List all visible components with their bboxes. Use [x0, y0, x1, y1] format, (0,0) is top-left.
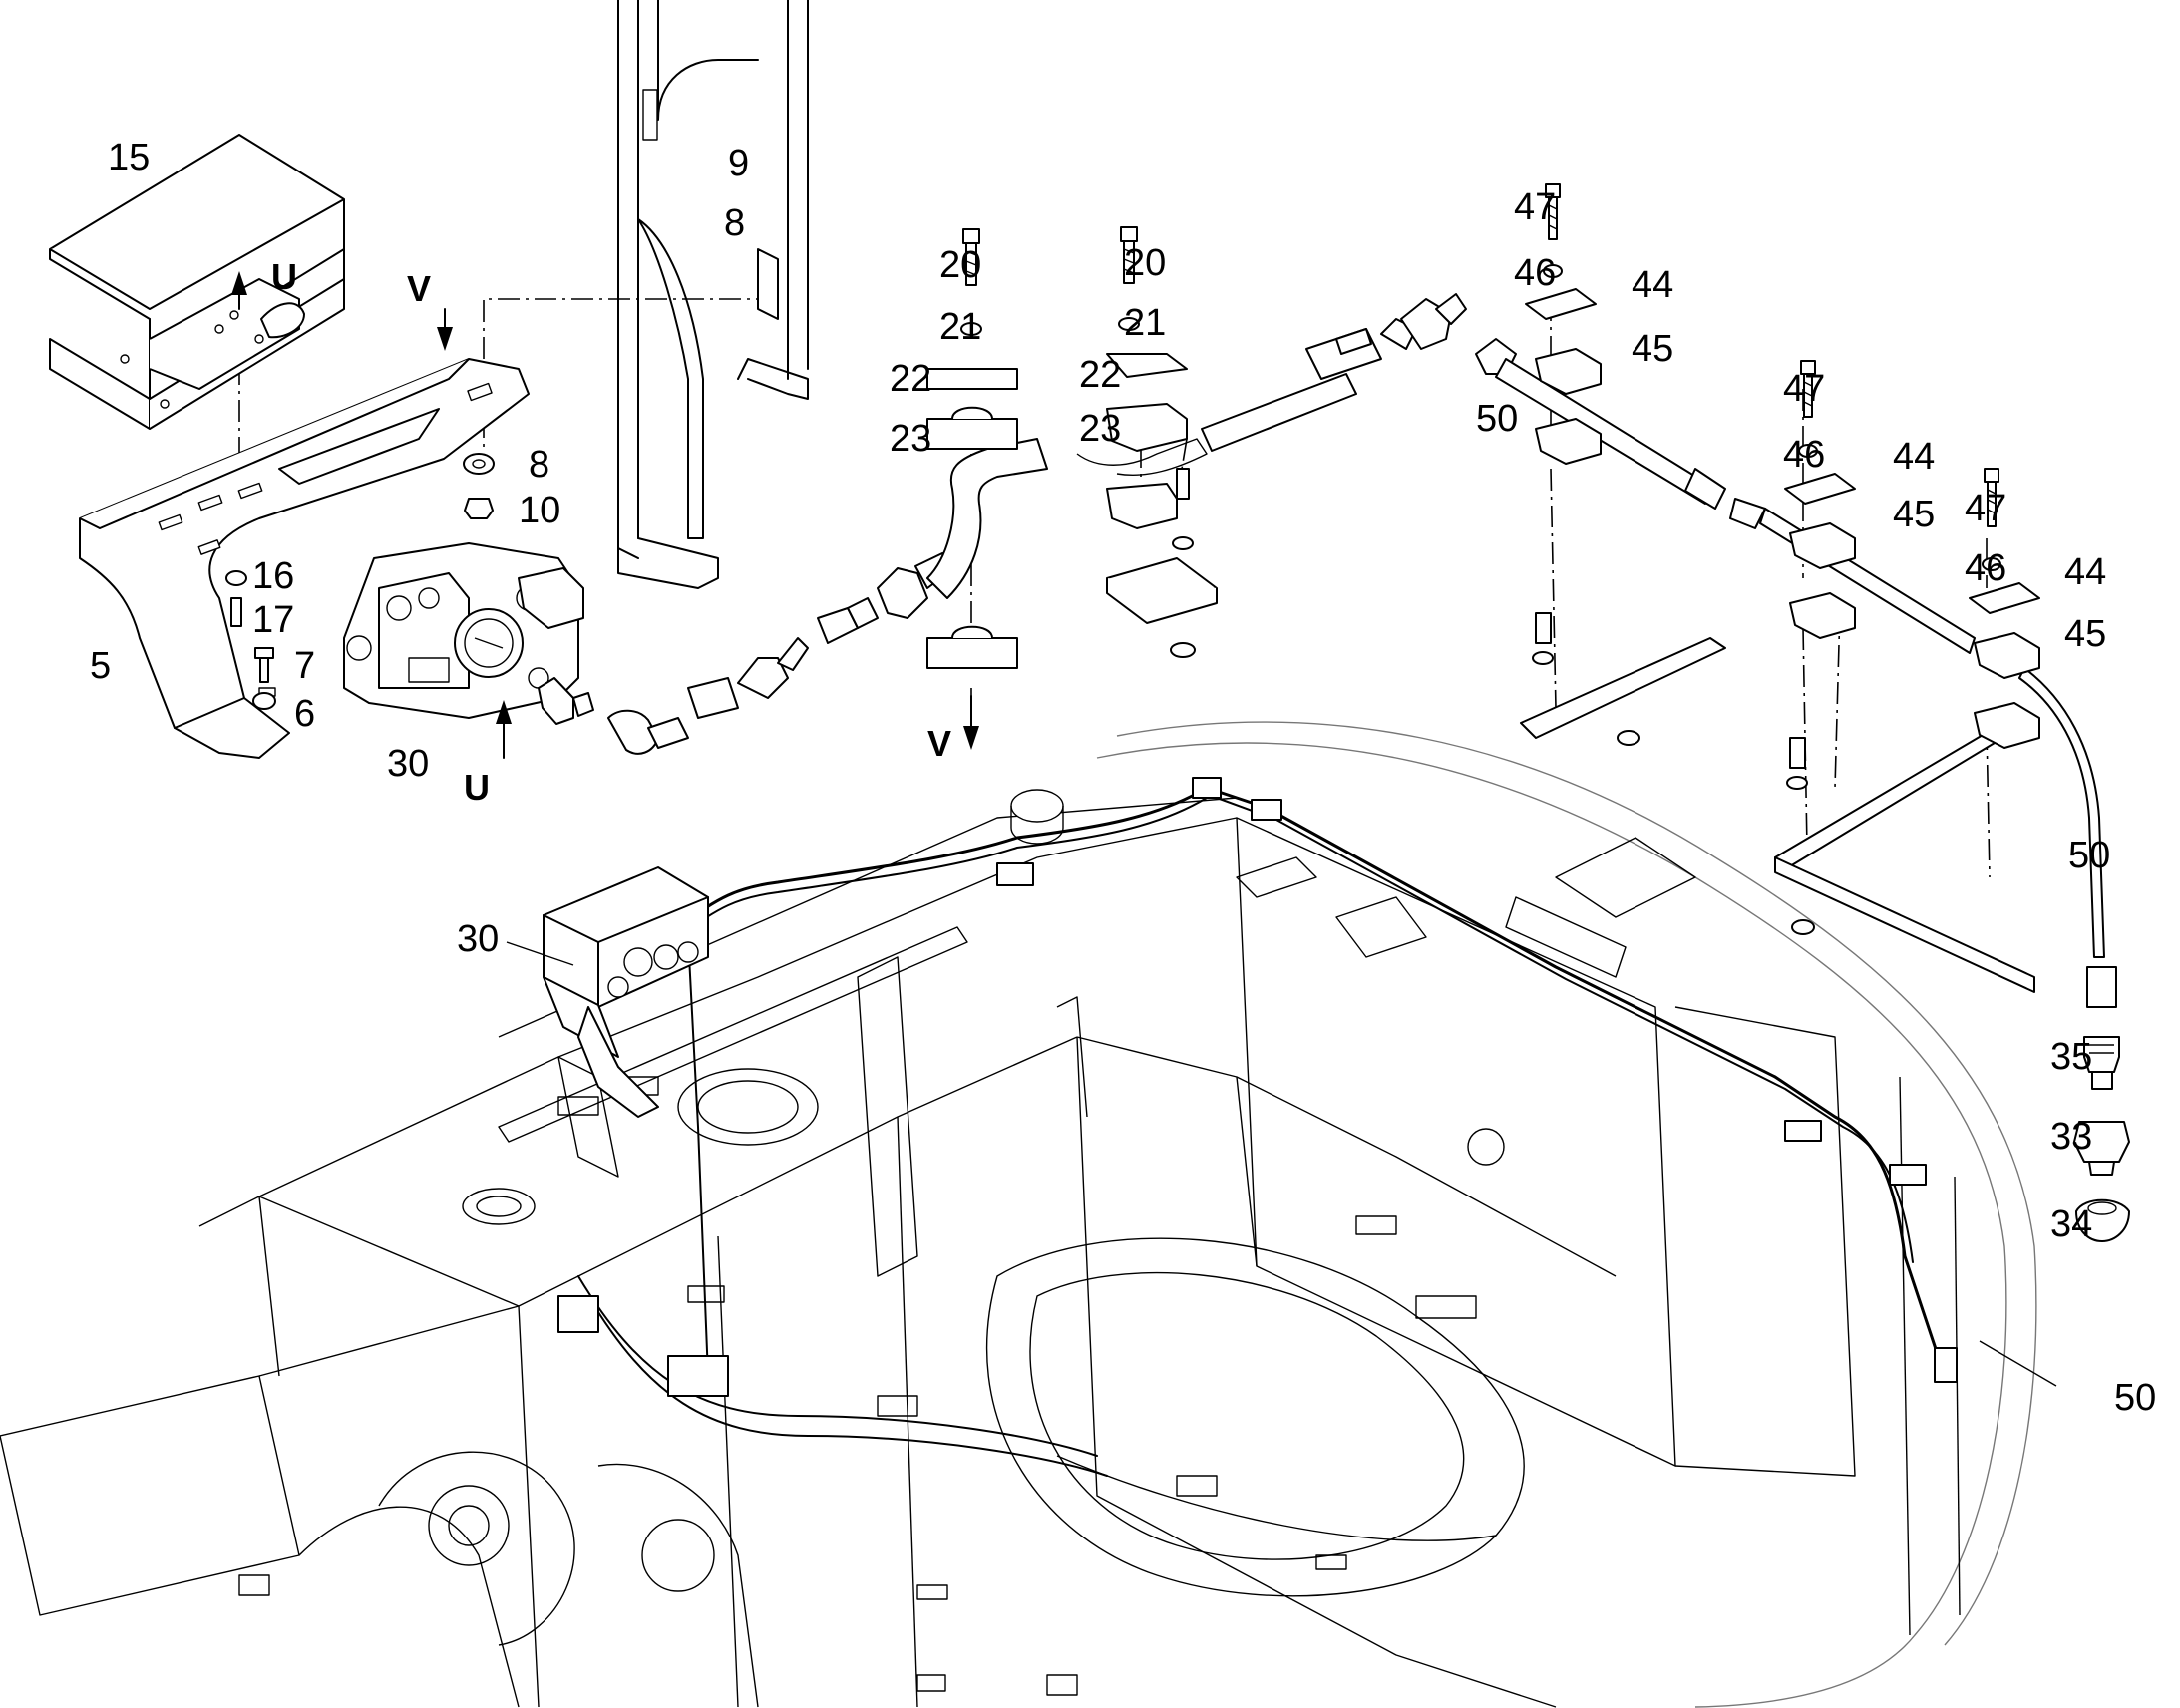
callout-label-l17: 17: [252, 599, 294, 641]
callout-label-l21b: 21: [1124, 302, 1166, 344]
callout-label-l35: 35: [2050, 1036, 2092, 1078]
callout-label-l8b: 8: [724, 202, 745, 244]
callout-label-l20a: 20: [939, 244, 981, 286]
operator-mast: [617, 0, 809, 589]
callout-label-l8a: 8: [529, 444, 549, 486]
callout-label-l15: 15: [108, 137, 150, 178]
callout-label-l7: 7: [294, 645, 315, 687]
bracket-5: [79, 358, 530, 759]
hose-fittings-upper: [538, 438, 1208, 755]
clamp-group-a: [1520, 183, 1726, 746]
callout-label-l45c: 45: [2064, 613, 2106, 655]
valve-30: [343, 542, 584, 719]
hose-route-on-machine: [557, 777, 1958, 1477]
fasteners-5-group: [225, 453, 495, 710]
callout-label-l21a: 21: [939, 306, 981, 348]
clamp-stack-right: [1106, 226, 1218, 658]
mounted-valve-assembly: [543, 866, 709, 1118]
callout-label-l45b: 45: [1893, 494, 1935, 535]
callout-label-l33: 33: [2050, 1116, 2092, 1158]
fittings-33-35: [2073, 966, 2130, 1242]
callout-label-l47a: 47: [1514, 186, 1556, 228]
callout-label-l30a: 30: [387, 743, 429, 785]
callout-label-l50a: 50: [1476, 398, 1518, 440]
callout-label-l46b: 46: [1783, 434, 1825, 476]
callout-label-l22a: 22: [890, 358, 931, 400]
label-leaders: [506, 941, 2057, 1387]
callout-label-l46c: 46: [1965, 547, 2006, 589]
callout-label-l47c: 47: [1965, 488, 2006, 529]
view-marker-u_bottom: U: [464, 767, 490, 808]
callout-label-l44c: 44: [2064, 551, 2106, 593]
callout-label-l45a: 45: [1632, 328, 1673, 370]
callout-label-l46a: 46: [1514, 252, 1556, 294]
view-marker-v_top: V: [407, 268, 431, 309]
callout-label-l5: 5: [90, 645, 111, 687]
view-marker-v_bottom: V: [927, 723, 951, 764]
callout-label-l50b: 50: [2068, 835, 2110, 876]
callout-label-l34: 34: [2050, 1203, 2092, 1245]
callout-label-l20b: 20: [1124, 242, 1166, 284]
view-arrows: [231, 271, 979, 759]
view-marker-u_top: U: [271, 256, 297, 297]
cover-15: [49, 134, 345, 430]
callout-label-l22b: 22: [1079, 354, 1121, 396]
upper-frame: [0, 721, 2037, 1708]
callout-label-l44a: 44: [1632, 264, 1673, 306]
clamp-group-c: [1969, 468, 2040, 749]
callout-label-l23b: 23: [1079, 408, 1121, 450]
callout-label-l30b: 30: [457, 918, 499, 960]
callout-label-l44b: 44: [1893, 436, 1935, 478]
callout-label-l50c: 50: [2114, 1377, 2156, 1419]
callout-label-l9: 9: [728, 143, 749, 184]
view-marker-labels: U U V V: [271, 256, 951, 808]
callout-label-l47b: 47: [1783, 368, 1825, 410]
callout-label-l6: 6: [294, 693, 315, 735]
clamp-group-b: [1774, 360, 2035, 993]
callout-label-l10: 10: [519, 490, 560, 531]
callout-label-l23a: 23: [890, 418, 931, 460]
callout-label-l16: 16: [252, 555, 294, 597]
hose-upper-right: [1201, 293, 2105, 958]
clamp-stack-left: [926, 228, 1018, 669]
